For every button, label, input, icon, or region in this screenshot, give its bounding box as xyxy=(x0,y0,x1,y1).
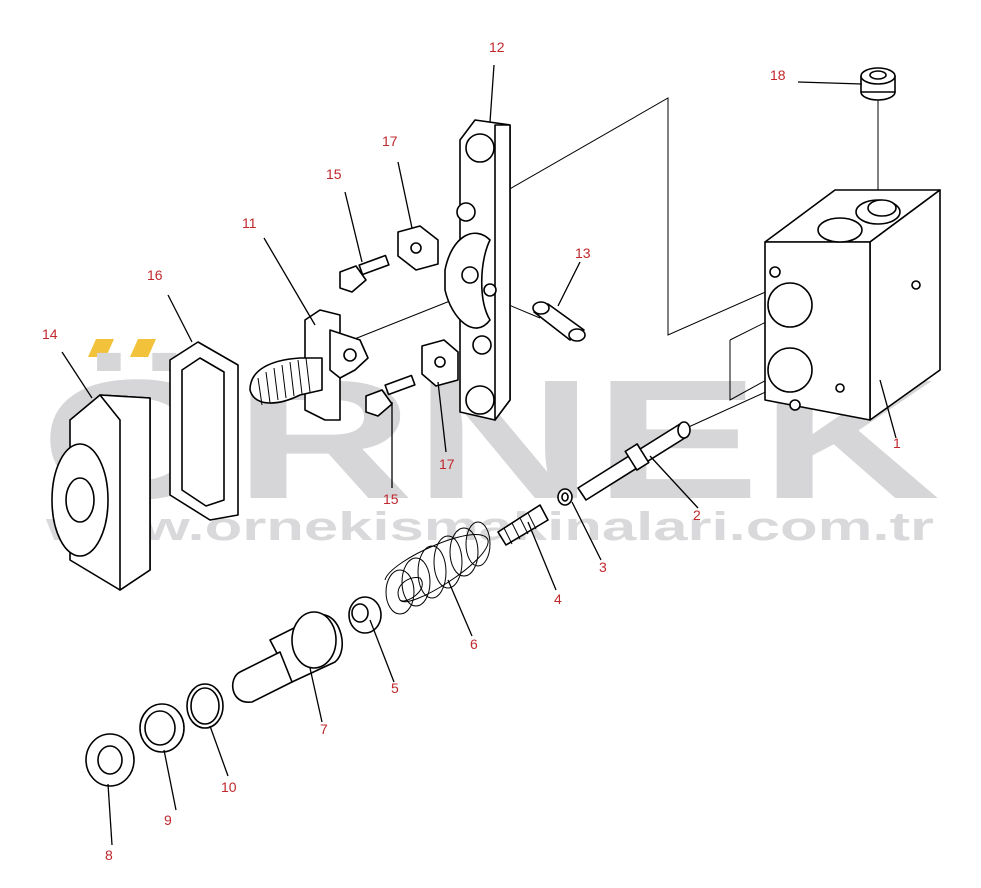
part-5-seat xyxy=(348,596,382,634)
callout-11: 11 xyxy=(242,215,257,231)
callout-12: 12 xyxy=(489,39,505,55)
callout-13: 13 xyxy=(575,245,591,261)
callout-15-upper: 15 xyxy=(326,166,342,182)
part-17-gasket-upper xyxy=(397,225,439,271)
assembly-lines xyxy=(346,97,879,441)
callout-15-lower: 15 xyxy=(383,491,399,507)
part-10-o-ring xyxy=(186,683,224,729)
part-6-spring-large xyxy=(384,521,491,615)
callout-7: 7 xyxy=(320,721,328,737)
callout-8: 8 xyxy=(105,847,113,863)
callout-1: 1 xyxy=(893,435,901,451)
callout-16: 16 xyxy=(147,267,163,283)
part-17-gasket-lower xyxy=(421,339,459,387)
part-2-stem xyxy=(577,421,691,501)
part-1-valve-body xyxy=(764,189,941,421)
callout-10: 10 xyxy=(221,779,237,795)
callout-3: 3 xyxy=(599,559,607,575)
callout-4: 4 xyxy=(554,591,562,607)
callout-5: 5 xyxy=(391,680,399,696)
part-9-backup-ring xyxy=(139,703,185,753)
callout-2: 2 xyxy=(693,507,701,523)
callout-6: 6 xyxy=(470,636,478,652)
callout-9: 9 xyxy=(164,812,172,828)
watermark-accent-right xyxy=(130,339,156,357)
leader-lines xyxy=(61,64,897,846)
watermark-website: www.ornekismakinalari.com.tr xyxy=(44,505,934,549)
part-4-spring-small xyxy=(497,504,549,546)
part-8-retainer xyxy=(85,733,135,787)
part-15-bolt-upper xyxy=(339,254,390,293)
callout-18: 18 xyxy=(770,67,786,83)
part-14-cover xyxy=(51,394,151,591)
part-15-bolt-lower xyxy=(365,374,416,417)
part-11-lever-assembly xyxy=(249,309,369,421)
callout-labels: 1 2 3 4 5 6 7 8 9 10 11 12 13 14 15 15 1… xyxy=(42,39,901,863)
part-7-piston xyxy=(231,611,344,703)
callout-14: 14 xyxy=(42,326,58,342)
part-16-gasket-frame xyxy=(169,341,239,521)
part-18-plug xyxy=(860,67,896,101)
watermark-accent-left xyxy=(88,339,114,357)
callout-17-lower: 17 xyxy=(439,456,455,472)
part-13-pin xyxy=(532,301,586,342)
part-3-washer xyxy=(557,488,573,506)
callout-17-upper: 17 xyxy=(382,133,398,149)
part-12-cover-plate xyxy=(444,119,511,421)
